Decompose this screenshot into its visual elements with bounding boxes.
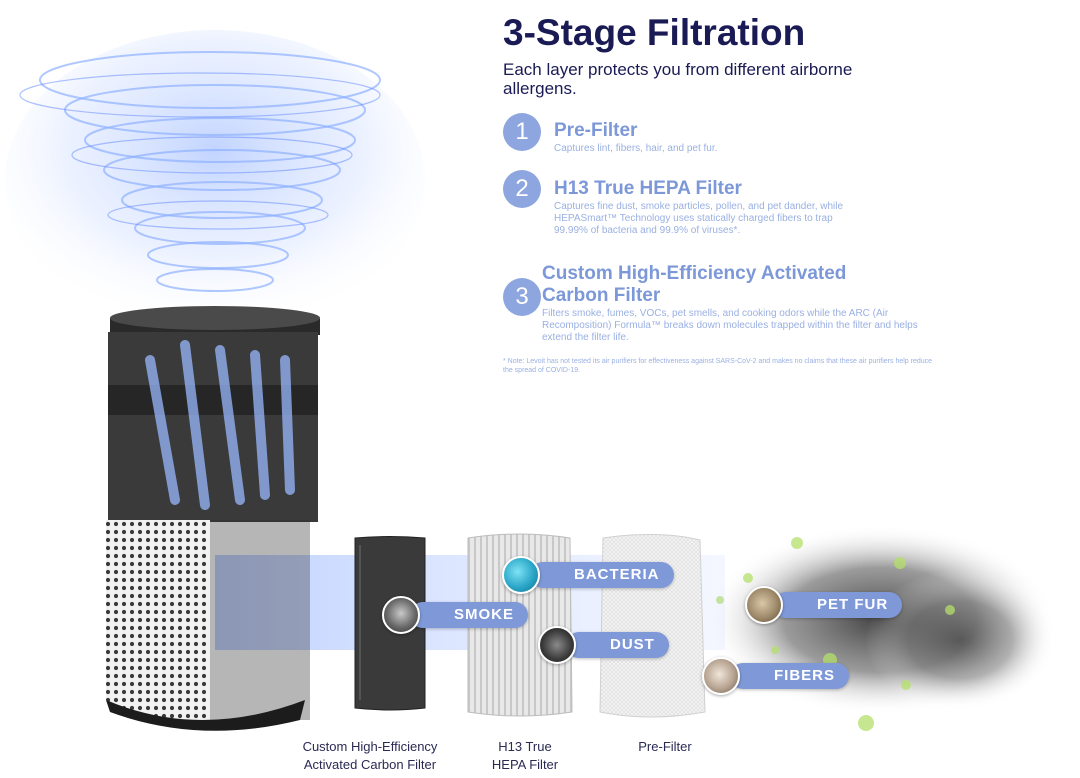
carbon-filter-caption: Custom High-Efficiency Activated Carbon … (280, 738, 460, 774)
air-purifier-unit (106, 306, 320, 731)
stage-2-number-badge: 2 (503, 170, 541, 208)
fibers-icon (702, 657, 740, 695)
stage-3-number-badge: 3 (503, 278, 541, 316)
hepa-filter-caption-line1: H13 True (498, 739, 552, 754)
bacteria-label: BACTERIA (530, 562, 674, 588)
pet-fur-icon (745, 586, 783, 624)
stage-3-title: Custom High-Efficiency Activated Carbon … (542, 263, 847, 306)
stage-1-description: Captures lint, fibers, hair, and pet fur… (554, 143, 718, 154)
smoke-icon (382, 596, 420, 634)
stage-3-description: Filters smoke, fumes, VOCs, pet smells, … (542, 308, 918, 343)
page-subtitle: Each layer protects you from different a… (503, 60, 853, 98)
dust-icon (538, 626, 576, 664)
hepa-filter-caption: H13 True HEPA Filter (470, 738, 580, 774)
pre-filter-caption: Pre-Filter (638, 739, 692, 754)
stage-1-title: Pre-Filter (554, 120, 638, 141)
stage-2-title: H13 True HEPA Filter (554, 178, 742, 199)
bacteria-icon (502, 556, 540, 594)
pollution-smog (686, 525, 1055, 731)
pet-fur-label: PET FUR (773, 592, 903, 618)
airflow-swirl (5, 30, 425, 330)
stage-1-number-badge: 1 (503, 113, 541, 151)
carbon-filter-caption-line2: Activated Carbon Filter (303, 757, 437, 772)
dust-label: DUST (566, 632, 669, 658)
hepa-filter-caption-line2: HEPA Filter (491, 757, 559, 772)
smoke-label: SMOKE (410, 602, 529, 628)
stage-2-description: Captures fine dust, smoke particles, pol… (554, 201, 844, 236)
disclaimer-note: * Note: Levoit has not tested its air pu… (503, 358, 933, 374)
fibers-label: FIBERS (730, 663, 850, 689)
page-title: 3-Stage Filtration (503, 12, 806, 53)
carbon-filter-caption-line1: Custom High-Efficiency (302, 739, 438, 754)
